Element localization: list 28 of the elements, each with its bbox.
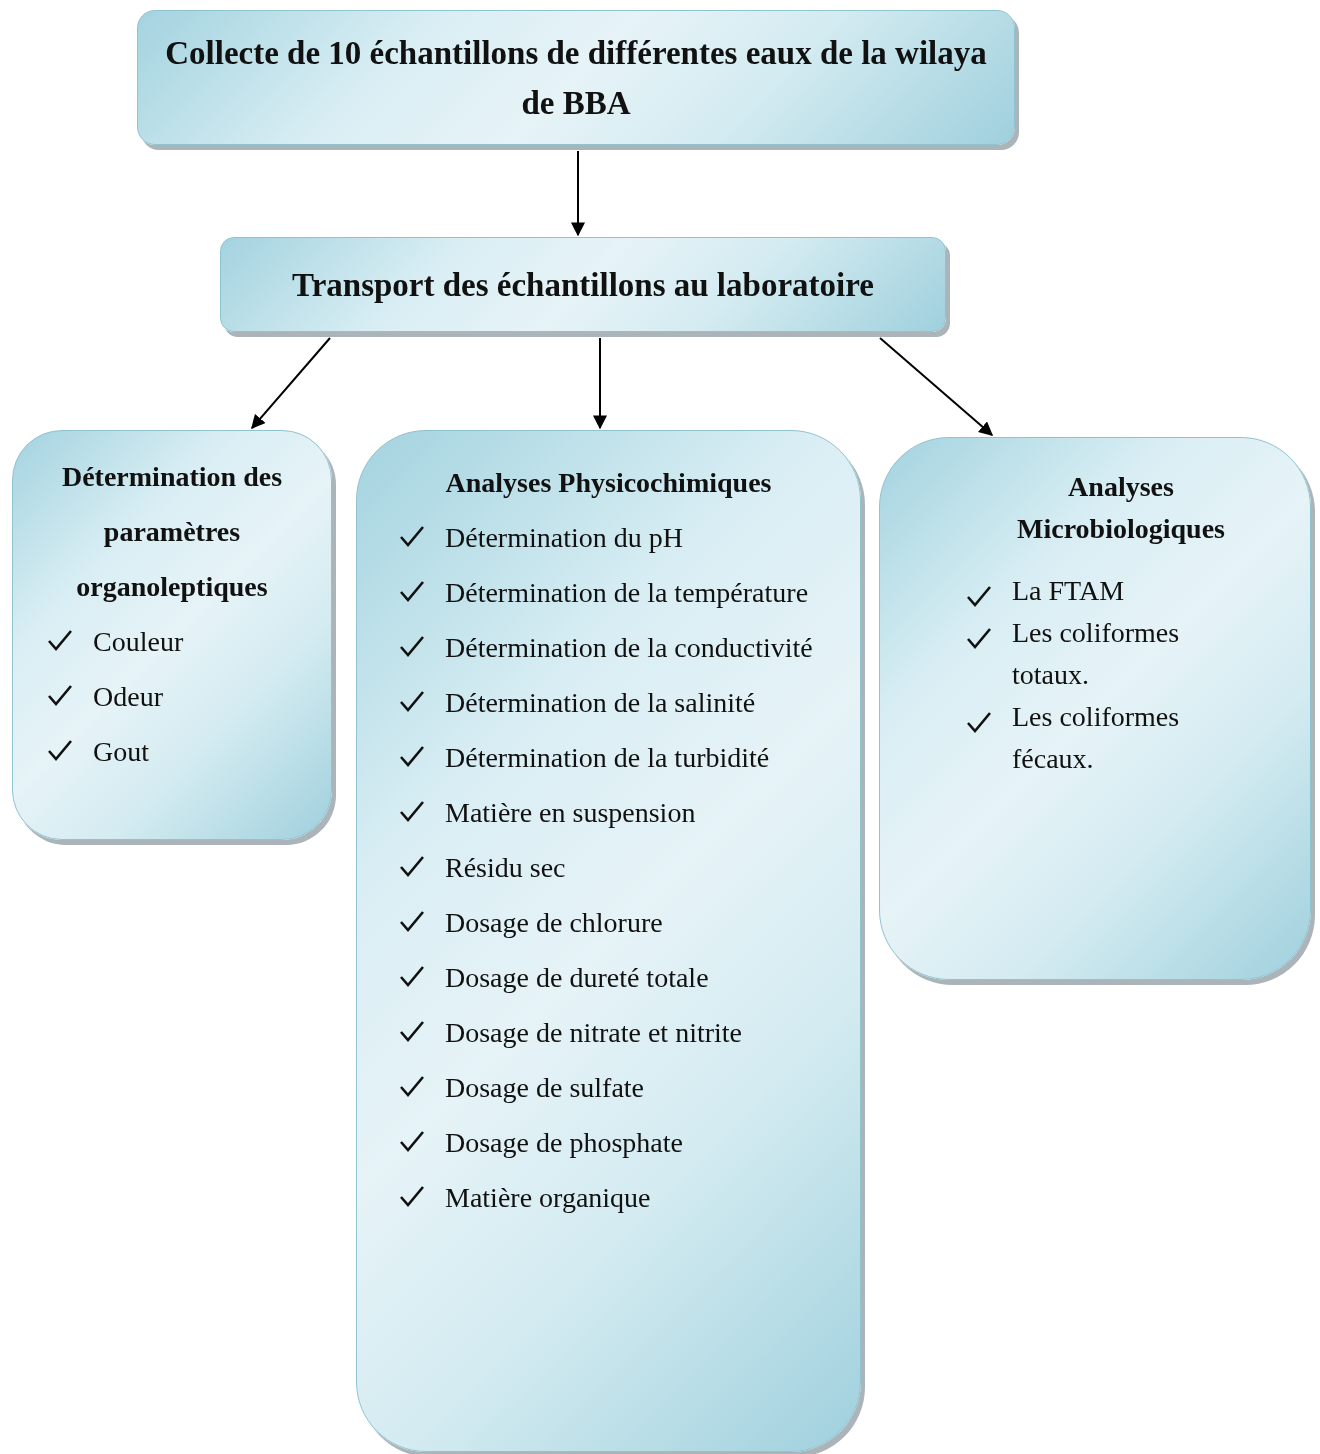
list-item: Matière organique <box>445 1181 652 1215</box>
list-item: Détermination du pH <box>445 521 684 555</box>
arrow <box>571 150 585 237</box>
arrow <box>879 337 994 436</box>
panel-heading: Détermination des paramètres organoleptiques <box>60 460 284 604</box>
list-item: Dosage de chlorure <box>445 906 664 940</box>
list-item: Résidu sec <box>445 851 567 885</box>
list-item: Dosage de phosphate <box>445 1126 684 1160</box>
list-item: Dosage de dureté totale <box>445 961 710 995</box>
arrow <box>251 337 331 430</box>
panel-heading: Analyses Physicochimiques <box>444 466 773 500</box>
list-item: Les coliformes fécaux. <box>1012 700 1181 776</box>
list-item: Détermination de la conductivité <box>445 631 814 665</box>
list-item: Détermination de la turbidité <box>445 741 771 775</box>
list-item: Les coliformes totaux. <box>1012 616 1181 692</box>
list-item: Détermination de la salinité <box>445 686 757 720</box>
list-item: Dosage de sulfate <box>445 1071 646 1105</box>
list-item: Détermination de la température <box>445 576 810 610</box>
list-item: Matière en suspension <box>445 796 697 830</box>
panel-heading: Transport des échantillons au laboratoire <box>291 265 875 305</box>
panel-heading: Analyses Microbiologiques <box>1016 470 1226 546</box>
panel-heading: Collecte de 10 échantillons de différentes eaux de la wilaya de BBA <box>164 33 988 123</box>
arrow <box>593 337 607 430</box>
list-item: Dosage de nitrate et nitrite <box>445 1016 743 1050</box>
list-item: Couleur <box>93 625 185 659</box>
list-item: La FTAM <box>1012 574 1126 608</box>
list-item: Gout <box>93 735 150 769</box>
list-item: Odeur <box>93 680 164 714</box>
